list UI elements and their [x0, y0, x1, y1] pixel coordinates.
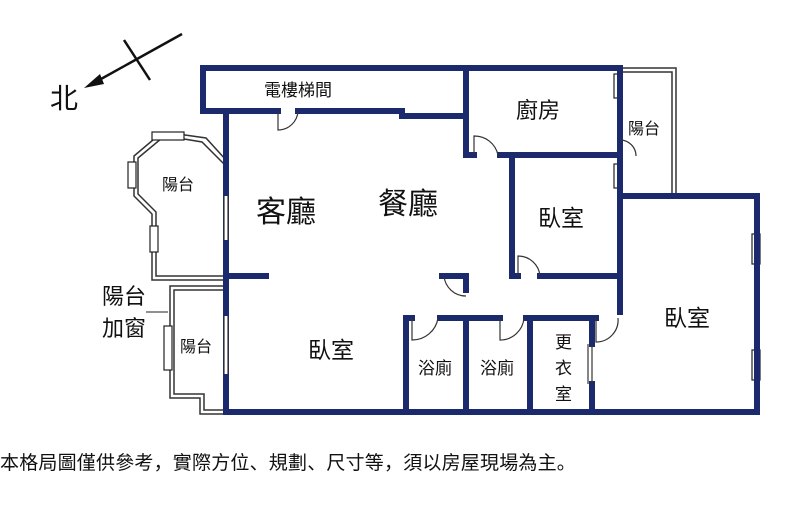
- door-swings: [223, 110, 637, 384]
- balcony-outlines: [133, 67, 677, 415]
- north-label: 北: [50, 82, 78, 115]
- enclosed-balcony-note-line2: 加窗: [102, 317, 146, 342]
- room-label-bedroom-middle: 臥室: [538, 206, 584, 232]
- room-label-dressing-3: 室: [555, 385, 572, 405]
- room-label-balcony-left: 陽台: [162, 175, 194, 194]
- floor-plan: 北: [50, 32, 761, 415]
- window-markers: [127, 73, 761, 381]
- room-label-kitchen: 廚房: [516, 99, 560, 124]
- room-label-bedroom-right: 臥室: [664, 306, 710, 332]
- room-label-balcony-bottom-left: 陽台: [180, 337, 212, 356]
- room-label-bedroom-bottom: 臥室: [308, 338, 354, 364]
- room-label-dining-room: 餐廳: [378, 187, 438, 222]
- walls: [200, 65, 760, 415]
- room-label-dressing-1: 更: [555, 333, 572, 353]
- enclosed-balcony-note-line1: 陽台: [102, 285, 146, 310]
- disclaimer-text: 本格局圖僅供參考，實際方位、規劃、尺寸等，須以房屋現場為主。: [0, 452, 577, 474]
- room-label-elevator-stair: 電樓梯間: [264, 81, 332, 101]
- room-label-dressing-2: 衣: [555, 359, 572, 379]
- room-label-bathroom-1: 浴廁: [418, 358, 452, 379]
- room-label-bathroom-2: 浴廁: [480, 358, 514, 379]
- room-label-living-room: 客廳: [256, 195, 316, 230]
- compass-arrow: [84, 32, 183, 88]
- room-label-balcony-top-right: 陽台: [628, 119, 660, 138]
